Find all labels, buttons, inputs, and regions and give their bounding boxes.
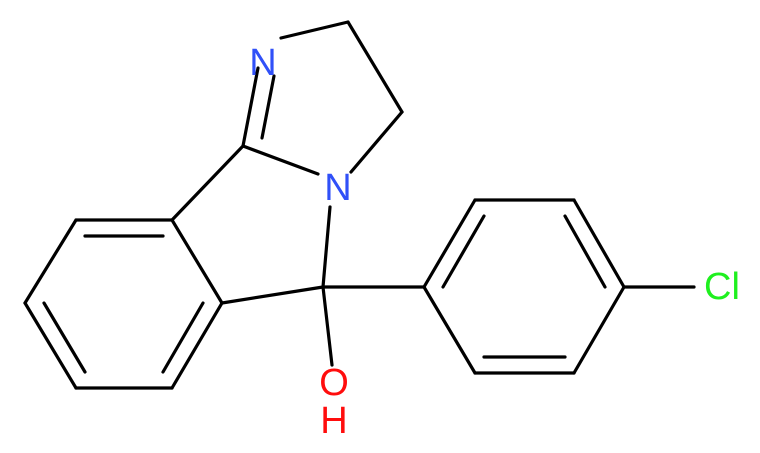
bond-c9b-c4b — [170, 144, 245, 222]
bond-aryl-1 — [422, 198, 477, 289]
atom-label-n-imine: N — [249, 42, 276, 84]
atom-label-chlorine: Cl — [704, 266, 740, 308]
bond-c9b-n1-double — [260, 74, 276, 140]
bond-n4-c5 — [321, 205, 332, 289]
bond-benzo-2 — [23, 218, 78, 305]
atom-label-oxygen: O — [319, 362, 349, 404]
bond-layer — [23, 20, 696, 390]
bond-c9b-n1 — [241, 66, 260, 148]
bond-aryl-4 — [572, 285, 626, 375]
bond-n1-c2 — [279, 20, 350, 40]
bond-benzo-5-inner — [161, 301, 205, 374]
bond-benzo-3 — [23, 301, 78, 390]
bond-aryl-3-inner — [563, 214, 607, 289]
bond-benzo-5 — [170, 301, 224, 390]
bond-c3-n4 — [349, 110, 404, 174]
atom-label-n-amine: N — [324, 167, 351, 209]
bond-benzo-6 — [170, 218, 224, 305]
bond-benzo-3-inner — [42, 301, 87, 374]
bond-c2-c3 — [346, 20, 404, 114]
bond-c9b-n4 — [241, 144, 320, 176]
atom-label-hydrogen: H — [320, 400, 347, 442]
bond-c5-o — [321, 285, 334, 367]
atom-label-layer: N N O H Cl — [249, 42, 740, 442]
bond-aryl-6 — [422, 285, 477, 375]
bond-aryl-3 — [572, 198, 626, 289]
bond-aryl-1-inner — [441, 214, 486, 289]
bond-c5-c4a — [220, 285, 325, 305]
